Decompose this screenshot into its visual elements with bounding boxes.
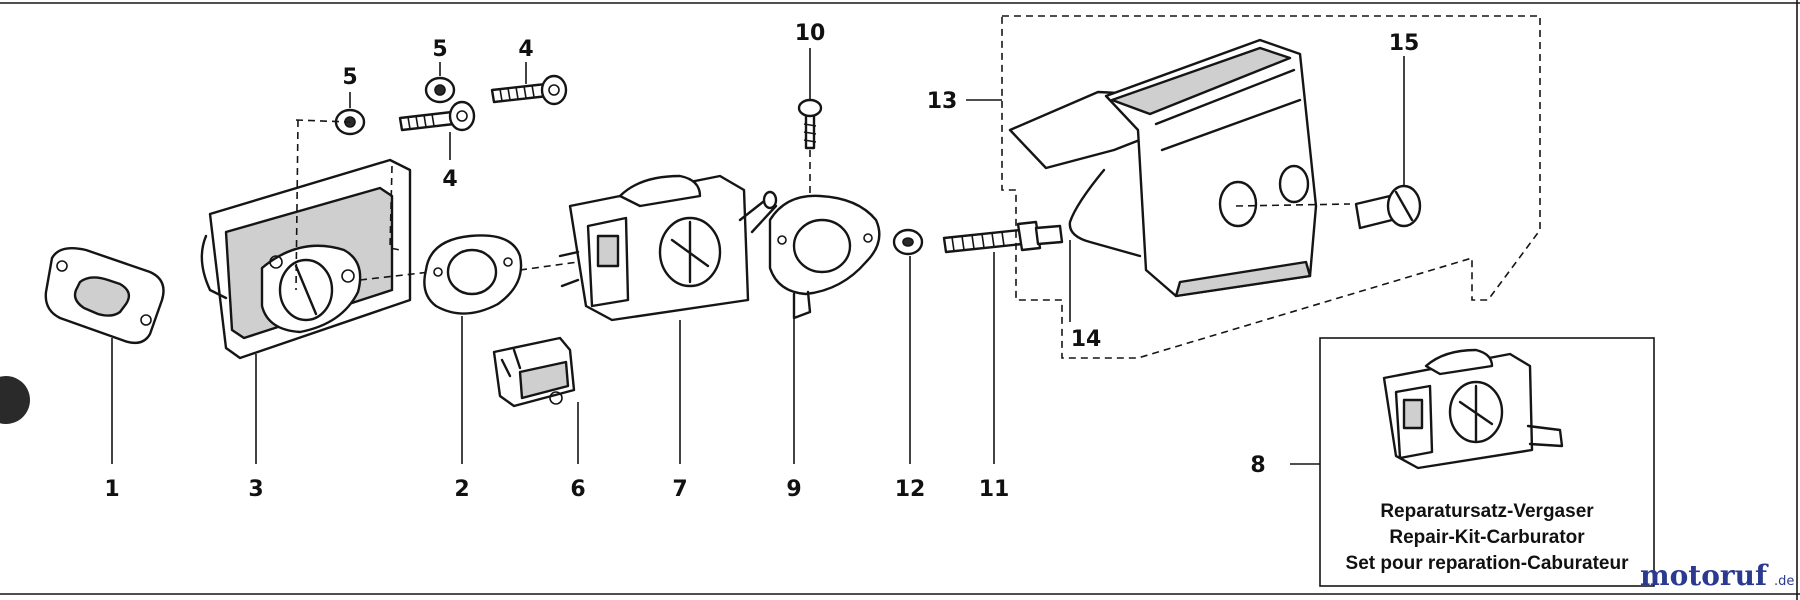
- part-6-fitting: [492, 336, 576, 408]
- label-part-11: 11: [979, 477, 1010, 502]
- label-part-5-upper: 5: [432, 37, 447, 62]
- callout-leader-lines: [111, 48, 1405, 465]
- label-part-7: 7: [672, 477, 687, 502]
- label-part-1: 1: [104, 477, 119, 502]
- part-10-screw: [797, 98, 823, 150]
- motoruf-watermark-logo: motoruf .de: [1640, 559, 1794, 592]
- label-part-12: 12: [895, 477, 926, 502]
- label-part-13: 13: [927, 89, 958, 114]
- label-part-5-left: 5: [342, 65, 357, 90]
- label-part-8: 8: [1250, 453, 1265, 478]
- label-part-6: 6: [570, 477, 585, 502]
- edge-hole-mark: [0, 376, 30, 424]
- watermark-name: motoruf: [1640, 559, 1769, 592]
- part-13-filter-cover-group: [1001, 15, 1541, 359]
- label-part-4-lower: 4: [442, 167, 457, 192]
- part-15-knob-screw: [1354, 184, 1422, 230]
- part-11-stud: [942, 220, 1064, 254]
- part-number-labels: 1 3 2 6 7 9 12 11 5 5 4 4 10 13 15 14 8: [104, 21, 1419, 502]
- part-4-screw-upper: [490, 74, 568, 106]
- part-1-gasket: [44, 247, 165, 345]
- label-part-10: 10: [795, 21, 826, 46]
- label-part-2: 2: [454, 477, 469, 502]
- part-9-gasket-plate: [768, 194, 881, 320]
- watermark-suffix: .de: [1774, 574, 1794, 589]
- label-part-4-upper: 4: [518, 37, 533, 62]
- part-3-intake-adapter: [200, 158, 412, 360]
- label-part-9: 9: [786, 477, 801, 502]
- part-14-wire-clip: [1068, 168, 1142, 258]
- part-4-screw-lower: [398, 100, 476, 132]
- repair-kit-label-fr: Set pour reparation-Caburateur: [1346, 553, 1630, 574]
- part-7-carburetor: [558, 174, 778, 322]
- repair-kit-label-de: Reparatursatz-Vergaser: [1380, 501, 1594, 522]
- label-part-15: 15: [1389, 31, 1420, 56]
- label-part-14: 14: [1071, 327, 1102, 352]
- part-5-washer-upper: [424, 76, 456, 104]
- part-8-repair-kit-box: Reparatursatz-Vergaser Repair-Kit-Carbur…: [1319, 337, 1655, 587]
- part-12-washer: [892, 228, 924, 256]
- repair-kit-label-en: Repair-Kit-Carburator: [1389, 527, 1585, 548]
- assembly-guide-lines: [295, 119, 1351, 291]
- label-part-3: 3: [248, 477, 263, 502]
- repair-kit-carburetor-illustration: [1382, 348, 1564, 470]
- part-2-gasket: [423, 234, 523, 315]
